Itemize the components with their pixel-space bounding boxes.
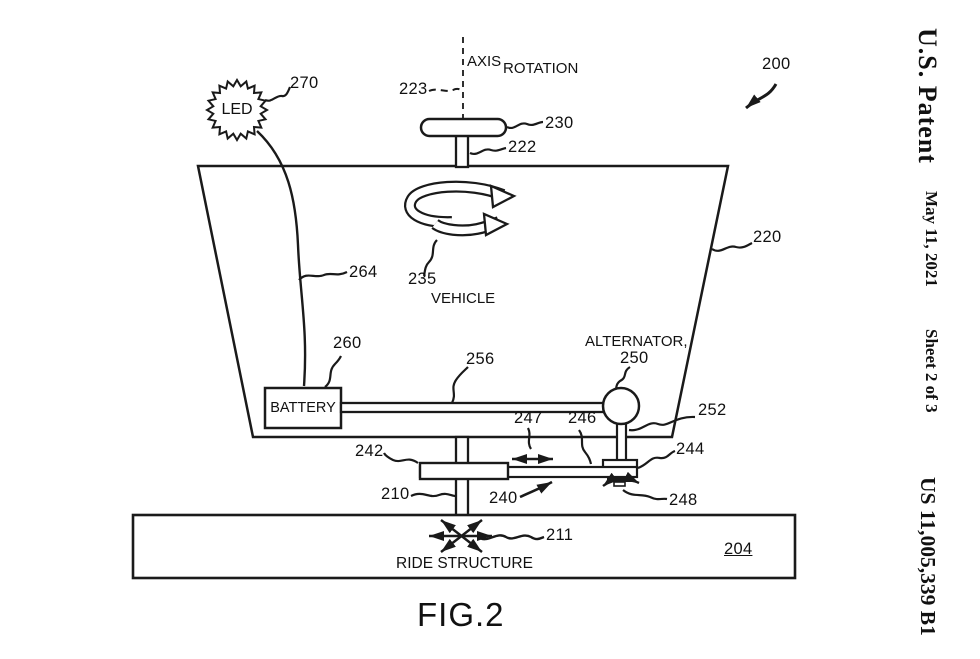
axis-label: AXIS [467, 53, 502, 70]
sleeve-242 [418, 461, 510, 481]
led-wire-264 [256, 130, 307, 387]
rotation-spiral-icon [404, 180, 517, 237]
alternator-label: ALTERNATOR, [585, 333, 688, 350]
ref-label-264: 264 [349, 263, 378, 281]
cap-230 [419, 117, 508, 138]
rotation-label: ROTATION [503, 60, 579, 77]
ref-label-222: 222 [508, 138, 537, 156]
margin-sheet-number: Sheet 2 of 3 [922, 329, 941, 413]
ref-label-204: 204 [724, 540, 753, 558]
leader-220 [711, 242, 753, 252]
ref-label-244: 244 [676, 440, 705, 458]
friction-wheel-nub [613, 481, 626, 487]
vehicle-body-outline [196, 164, 730, 439]
margin-date: May 11, 2021 [922, 191, 941, 287]
ref-label-240: 240 [489, 489, 518, 507]
ref-label-248: 248 [669, 491, 698, 509]
battery-label: BATTERY [270, 400, 336, 416]
ref-label-200: 200 [762, 55, 791, 73]
alternator-circle-250 [601, 386, 641, 426]
multi-direction-arrows-icon [429, 519, 492, 553]
alternator-shaft-252 [615, 421, 628, 464]
leader-210 [410, 492, 457, 498]
ride-structure-label: RIDE STRUCTURE [396, 555, 533, 572]
leader-246 [578, 429, 593, 465]
ref-label-256: 256 [466, 350, 495, 368]
ref-label-250: 250 [620, 349, 649, 367]
margin-patent-number: US 11,005,339 B1 [916, 477, 940, 636]
double-arrow-248-icon [602, 471, 640, 487]
ref-label-252: 252 [698, 401, 727, 419]
margin-publication: U.S. Patent [913, 28, 942, 164]
ref-label-220: 220 [753, 228, 782, 246]
ref-label-223: 223 [399, 80, 428, 98]
ref-label-246: 246 [568, 409, 597, 427]
ref-label-235: 235 [408, 270, 437, 288]
ref-label-211: 211 [546, 526, 574, 544]
leader-247 [526, 427, 532, 450]
ref-label-210: 210 [381, 485, 410, 503]
leader-256 [450, 366, 469, 404]
upper-shaft-222 [454, 133, 470, 169]
leader-252 [628, 415, 696, 432]
vehicle-label: VEHICLE [431, 290, 496, 307]
ref-label-247: 247 [514, 409, 543, 427]
leader-244 [637, 449, 676, 470]
leader-270 [264, 86, 292, 102]
ref-label-260: 260 [333, 334, 362, 352]
leader-242 [383, 452, 419, 464]
leader-211 [477, 534, 545, 541]
leader-223 [428, 87, 463, 92]
leader-235 [422, 239, 438, 277]
pointer-arrow-240 [519, 480, 553, 499]
ref-label-230: 230 [545, 114, 574, 132]
ref-label-270: 270 [290, 74, 319, 92]
figure-caption: FIG.2 [417, 596, 505, 633]
ref-label-242: 242 [355, 442, 384, 460]
pointer-arrow-200 [745, 83, 778, 110]
leader-264 [298, 270, 348, 281]
leader-260 [324, 355, 342, 388]
leader-250 [614, 366, 631, 389]
leader-230 [506, 120, 544, 129]
leader-222 [469, 146, 507, 155]
led-label: LED [221, 101, 253, 118]
led-starburst-icon [205, 78, 269, 142]
leader-248 [622, 489, 668, 501]
